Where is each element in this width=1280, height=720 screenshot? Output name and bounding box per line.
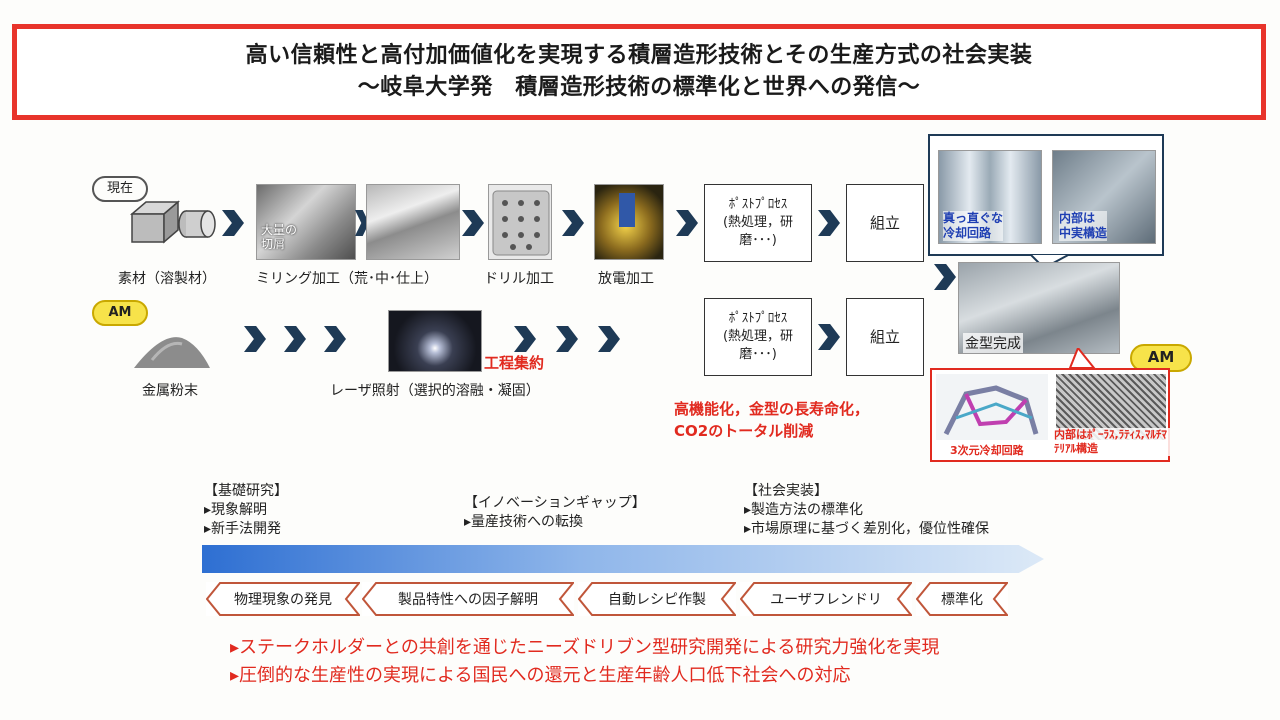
phase-innovation-gap: 【イノベーションギャップ】 ▸量産技術への転換 xyxy=(464,495,646,530)
chevron-icon xyxy=(514,326,536,352)
assembly-box-am: 組立 xyxy=(846,298,924,376)
finished-mold-label: 金型完成 xyxy=(963,333,1023,353)
title-line-1: 高い信頼性と高付加価値化を実現する積層造形技術とその生産方式の社会実装 xyxy=(245,43,1033,68)
title-box: 高い信頼性と高付加価値化を実現する積層造形技術とその生産方式の社会実装 ～岐阜大… xyxy=(12,24,1266,120)
assembly-box-current: 組立 xyxy=(846,184,924,262)
chevron-icon xyxy=(598,326,620,352)
porous-lattice-label: 内部はﾎﾟｰﾗｽ,ﾗﾃｨｽ,ﾏﾙﾁﾏﾃﾘｱﾙ構造 xyxy=(1054,428,1170,456)
current-mold-callout: 真っ直ぐな 冷却回路 内部は 中実構造 xyxy=(928,134,1164,256)
chevron-icon xyxy=(462,210,484,236)
3d-cooling-label: 3次元冷却回路 xyxy=(950,444,1024,457)
conclusion-1: ▸ステークホルダーとの共創を通じたニーズドリブン型研究開発による研究力強化を実現 xyxy=(230,637,940,658)
am-callout-pointer-icon xyxy=(1068,348,1097,369)
milled-part-photo xyxy=(366,184,460,260)
straight-channel-label: 真っ直ぐな 冷却回路 xyxy=(943,211,1004,241)
chevron-icon xyxy=(818,210,840,236)
drilled-plate-photo xyxy=(488,184,552,260)
metal-powder-icon xyxy=(134,337,210,368)
process-integration-label: 工程集約 xyxy=(484,354,545,372)
title-line-2: ～岐阜大学発 積層造形技術の標準化と世界への発信～ xyxy=(357,75,921,100)
milling-label: ミリング加工（荒･中･仕上） xyxy=(256,271,438,287)
phase-basic-research: 【基礎研究】 ▸現象解明 ▸新手法開発 xyxy=(204,483,288,537)
raw-material-icon xyxy=(129,200,216,244)
progress-arrow-bar xyxy=(202,545,1044,573)
post-process-box-current: ﾎﾟｽﾄﾌﾟﾛｾｽ (熱処理，研 磨･･･) xyxy=(704,184,812,262)
chevron-icon xyxy=(676,210,698,236)
callout-pointer-icon xyxy=(1030,254,1070,270)
chevron-icon xyxy=(284,326,306,352)
am-badge: AM xyxy=(92,300,148,326)
current-badge: 現在 xyxy=(92,176,148,202)
post-process-box-am: ﾎﾟｽﾄﾌﾟﾛｾｽ (熱処理，研 磨･･･) xyxy=(704,298,812,376)
am-benefits-text: 高機能化，金型の長寿命化， CO2のトータル削減 xyxy=(674,400,870,440)
straight-channel-photo: 真っ直ぐな 冷却回路 xyxy=(938,150,1042,244)
chevron-icon xyxy=(222,210,244,236)
edm-label: 放電加工 xyxy=(598,271,654,287)
laser-label: レーザ照射（選択的溶融・凝固） xyxy=(330,383,540,399)
chips-overlay-label: 大量の 切屑 xyxy=(261,223,298,251)
phase-social-implementation: 【社会実装】 ▸製造方法の標準化 ▸市場原理に基づく差別化，優位性確保 xyxy=(744,483,990,537)
stage-factor-analysis: 製品特性への因子解明 xyxy=(362,582,574,616)
chevron-icon xyxy=(355,210,369,236)
drill-label: ドリル加工 xyxy=(484,271,554,287)
raw-material-label: 素材（溶製材） xyxy=(118,271,216,287)
conclusion-2: ▸圧倒的な生産性の実現による国民への還元と生産年齢人口低下社会への対応 xyxy=(230,665,851,686)
laser-photo xyxy=(388,310,482,372)
chevron-icon xyxy=(244,326,266,352)
chevron-icon xyxy=(934,264,956,290)
am-mold-callout: 3次元冷却回路 内部はﾎﾟｰﾗｽ,ﾗﾃｨｽ,ﾏﾙﾁﾏﾃﾘｱﾙ構造 xyxy=(930,368,1170,462)
stage-auto-recipe: 自動レシピ作製 xyxy=(578,582,736,616)
metal-powder-label: 金属粉末 xyxy=(142,383,198,399)
stage-user-friendly: ユーザフレンドリ xyxy=(740,582,912,616)
milling-photo: 大量の 切屑 xyxy=(256,184,356,260)
3d-cooling-photo xyxy=(936,374,1048,440)
chevron-icon xyxy=(324,326,346,352)
chevron-icon xyxy=(818,324,840,350)
stage-discovery: 物理現象の発見 xyxy=(206,582,360,616)
chevron-icon xyxy=(556,326,578,352)
chevron-icon xyxy=(562,210,584,236)
solid-interior-label: 内部は 中実構造 xyxy=(1059,211,1108,241)
edm-photo xyxy=(594,184,664,260)
stage-standardization: 標準化 xyxy=(916,582,1008,616)
solid-interior-photo: 内部は 中実構造 xyxy=(1052,150,1156,244)
am-mold-badge: AM xyxy=(1130,344,1192,372)
finished-mold-photo: 金型完成 xyxy=(958,262,1120,354)
